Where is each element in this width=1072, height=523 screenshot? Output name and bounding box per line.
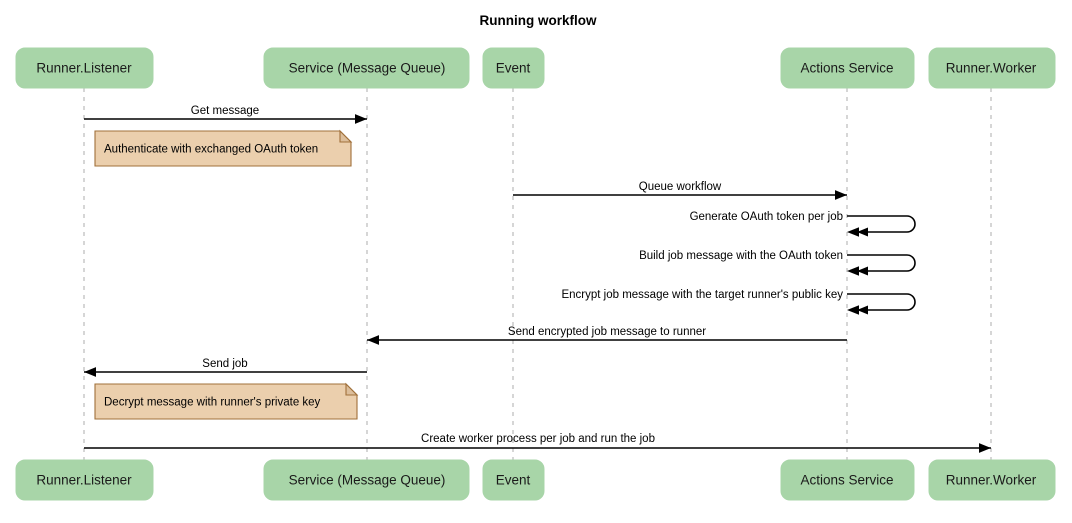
page-title: Running workflow: [480, 13, 597, 28]
participant-runner-worker-top[interactable]: Runner.Worker: [928, 47, 1056, 89]
note-label: Authenticate with exchanged OAuth token: [104, 144, 318, 156]
participant-actions-service-bottom[interactable]: Actions Service: [780, 459, 915, 501]
participant-label: Service (Message Queue): [289, 61, 446, 76]
arrowhead: [847, 227, 859, 237]
participant-box: [263, 47, 470, 89]
participant-label: Event: [496, 61, 531, 76]
participant-label: Runner.Worker: [946, 473, 1037, 488]
participant-box: [482, 459, 545, 501]
lifelines-group: [83, 88, 992, 460]
message-label: Create worker process per job and run th…: [421, 433, 655, 445]
participant-event-top[interactable]: Event: [482, 47, 545, 89]
participant-box: [780, 459, 915, 501]
message-build-job-message[interactable]: Build job message with the OAuth token: [639, 250, 916, 276]
participant-service-mq-top[interactable]: Service (Message Queue): [263, 47, 470, 89]
participant-box: [928, 47, 1056, 89]
message-label: Queue workflow: [639, 181, 722, 193]
participant-label: Event: [496, 473, 531, 488]
participant-runner-listener-bottom[interactable]: Runner.Listener: [15, 459, 154, 501]
note-body: [94, 130, 352, 167]
notes-group: Authenticate with exchanged OAuth tokenD…: [94, 129, 359, 420]
message-get-message[interactable]: Get message: [84, 105, 367, 124]
arrowhead: [355, 114, 367, 124]
self-loop-path: [847, 215, 916, 237]
participant-actions-service-top[interactable]: Actions Service: [780, 47, 915, 89]
note-body: [94, 383, 358, 420]
self-loop-path: [847, 293, 916, 315]
participant-box: [928, 459, 1056, 501]
message-label: Build job message with the OAuth token: [639, 250, 843, 262]
arrowhead: [847, 305, 859, 315]
participant-label: Runner.Listener: [36, 473, 132, 488]
participants-bottom-group: Runner.Listener Service (Message Queue) Ev…: [15, 459, 1056, 501]
message-label: Send job: [202, 358, 247, 370]
message-queue-workflow[interactable]: Queue workflow: [513, 181, 847, 200]
participants-top-group: Runner.Listener Service (Message Queue) Ev…: [15, 47, 1056, 89]
participant-label: Service (Message Queue): [289, 473, 446, 488]
message-label: Get message: [191, 105, 259, 117]
participant-box: [263, 459, 470, 501]
arrowhead: [84, 367, 96, 377]
arrowhead: [367, 335, 379, 345]
participant-runner-listener-top[interactable]: Runner.Listener: [15, 47, 154, 89]
message-send-encrypted-job-message[interactable]: Send encrypted job message to runner: [367, 326, 847, 345]
participant-label: Actions Service: [800, 473, 893, 488]
arrowhead: [847, 266, 859, 276]
participant-service-mq-bottom[interactable]: Service (Message Queue): [263, 459, 470, 501]
participant-event-bottom[interactable]: Event: [482, 459, 545, 501]
message-send-job[interactable]: Send job: [84, 358, 367, 377]
message-generate-oauth-token[interactable]: Generate OAuth token per job: [690, 211, 916, 237]
message-encrypt-job-message[interactable]: Encrypt job message with the target runn…: [561, 289, 916, 315]
participant-label: Actions Service: [800, 61, 893, 76]
message-label: Generate OAuth token per job: [690, 211, 843, 223]
message-label: Send encrypted job message to runner: [508, 326, 706, 338]
message-create-worker-process[interactable]: Create worker process per job and run th…: [84, 433, 991, 453]
participant-label: Runner.Listener: [36, 61, 132, 76]
note-authenticate: Authenticate with exchanged OAuth token: [94, 129, 353, 167]
self-loop-path: [847, 254, 916, 276]
arrowhead: [979, 443, 991, 453]
participant-box: [482, 47, 545, 89]
participant-box: [15, 459, 154, 501]
participant-label: Runner.Worker: [946, 61, 1037, 76]
participant-runner-worker-bottom[interactable]: Runner.Worker: [928, 459, 1056, 501]
note-fold-corner-icon: [345, 382, 359, 396]
arrowhead: [835, 190, 847, 200]
participant-box: [15, 47, 154, 89]
note-decrypt: Decrypt message with runner's private ke…: [94, 382, 359, 420]
note-fold-corner-icon: [339, 129, 353, 143]
participant-box: [780, 47, 915, 89]
message-label: Encrypt job message with the target runn…: [561, 289, 843, 301]
note-label: Decrypt message with runner's private ke…: [104, 397, 321, 409]
